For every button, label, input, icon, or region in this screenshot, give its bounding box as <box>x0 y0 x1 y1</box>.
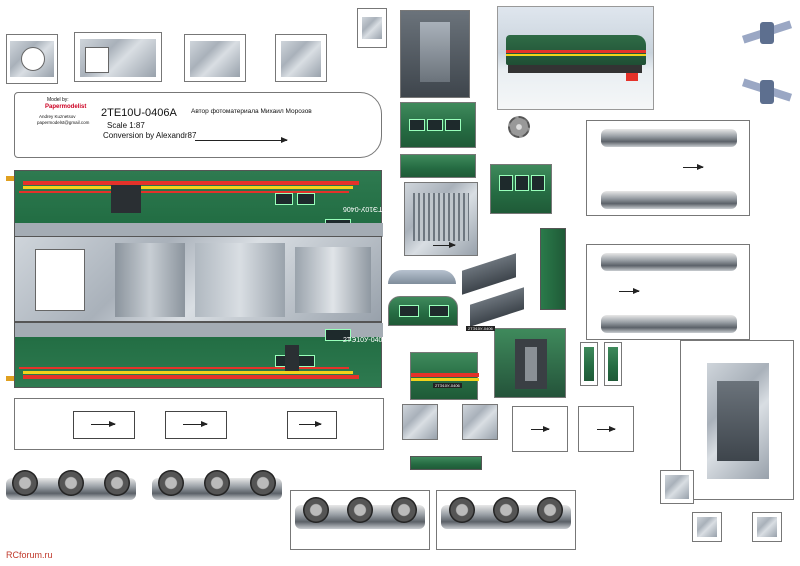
bogie-frame-1 <box>586 120 750 216</box>
side-number-upper: 2ТЭ10У-0406 <box>343 205 387 212</box>
model-name: 2TE10U-0406A <box>101 107 177 119</box>
fan-part-1 <box>741 14 793 54</box>
clip-top-left <box>6 176 14 181</box>
bogie-box-4 <box>578 406 634 452</box>
curved-panel-a <box>462 253 516 295</box>
round-hole <box>21 47 45 71</box>
bogie-set-2 <box>152 466 282 510</box>
curved-panel-b <box>470 287 524 327</box>
bogie-set-4 <box>436 490 576 550</box>
roof-piece-3 <box>184 34 246 82</box>
scale-label: Scale 1:87 <box>107 121 145 130</box>
bogie-box-3 <box>512 406 568 452</box>
small-box-b <box>692 512 722 542</box>
roof-main <box>14 236 382 322</box>
roof-piece-square-cutout <box>74 32 162 82</box>
curved-piece-1 <box>388 270 456 284</box>
direction-arrow <box>195 137 288 143</box>
fan-part-2 <box>741 72 793 118</box>
bogie-set-1 <box>6 466 136 510</box>
radiator-block <box>404 182 478 256</box>
small-box-c <box>752 512 782 542</box>
watermark: RCforum.ru <box>6 550 53 560</box>
conversion-credit: Conversion by Alexandr87 <box>103 131 197 140</box>
author-logo: Papermodelist <box>45 104 87 110</box>
clip-bottom-left <box>6 376 14 381</box>
gear-wheel <box>508 116 530 138</box>
cab-plate: 2ТЭ10У-0406 <box>466 326 495 331</box>
roof-piece-4 <box>275 34 327 82</box>
underframe-strip <box>14 398 384 450</box>
side-strip <box>540 228 566 310</box>
author-email: papermodelst@gmail.com <box>37 120 90 125</box>
title-block-strip: Model by: Papermodelist Andrey Kuznetsov… <box>14 92 382 158</box>
front-end-piece: 2ТЭ10У-0406 <box>410 352 479 400</box>
underframe-large <box>680 340 794 500</box>
body-side-lower: 2ТЭ10У-0406 <box>14 322 386 388</box>
front-number-plate: 2ТЭ10У-0406 <box>433 383 462 388</box>
reference-photo <box>497 6 654 110</box>
axle-box-1 <box>402 404 438 440</box>
hatch-piece <box>357 8 387 48</box>
roof-piece-with-hole <box>6 34 58 84</box>
small-green-strip <box>410 456 482 470</box>
cab-front-window <box>388 296 458 326</box>
bogie-set-3 <box>290 490 430 550</box>
small-box-a <box>660 470 694 504</box>
side-number-lower: 2ТЭ10У-0406 <box>343 337 387 344</box>
axle-box-2 <box>462 404 498 440</box>
grill-2 <box>604 342 622 386</box>
cab-end-detail <box>420 22 450 82</box>
bogie-frame-2 <box>586 244 750 340</box>
grill-1 <box>580 342 598 386</box>
cab-rear-piece <box>490 164 552 214</box>
body-side-upper: 2ТЭ10У-0406 <box>14 170 386 237</box>
roof-cutout <box>35 249 85 311</box>
author-name: Andrey Kuznetsov <box>39 114 76 119</box>
model-by-label: Model by: <box>47 97 69 103</box>
cab-rear-end <box>494 328 566 398</box>
cab-lower-piece <box>400 154 476 178</box>
photo-credit: Автор фотоматериала Михаил Морозов <box>191 108 312 115</box>
cab-side-window-piece <box>400 102 476 148</box>
